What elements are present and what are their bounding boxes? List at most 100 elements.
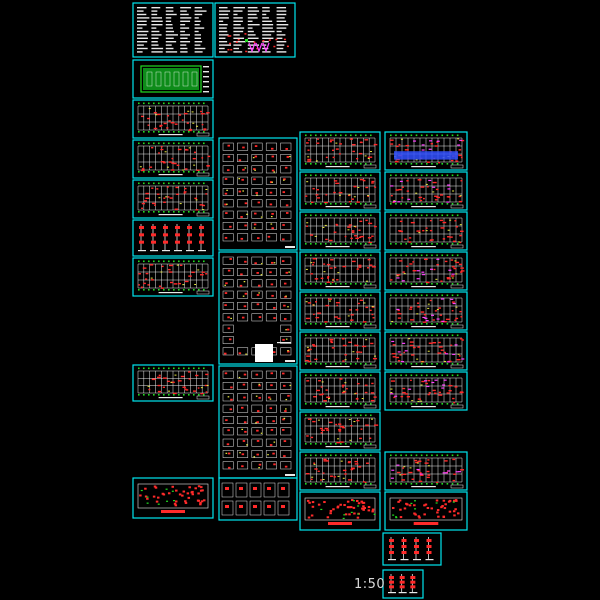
drawing-sheet-2[interactable] bbox=[214, 2, 296, 58]
plan-annotation-magenta bbox=[436, 258, 440, 260]
plan-axis-bubble bbox=[340, 294, 342, 297]
plan-axis-bubble bbox=[410, 363, 413, 365]
elevation-red-mark bbox=[186, 492, 190, 495]
detail-mark-yellow bbox=[245, 353, 247, 355]
drawing-sheet-20[interactable] bbox=[299, 331, 381, 371]
plan-axis-bubble bbox=[441, 454, 444, 457]
drawing-sheet-22[interactable] bbox=[299, 411, 381, 451]
drawing-sheet-21[interactable] bbox=[299, 371, 381, 411]
drawing-sheet-15[interactable] bbox=[299, 131, 381, 171]
detail-cell bbox=[280, 427, 292, 436]
drawing-sheet-6[interactable] bbox=[132, 179, 214, 219]
detail-cell bbox=[237, 188, 249, 196]
drawing-sheet-30[interactable] bbox=[384, 331, 468, 371]
plan-column-red bbox=[424, 462, 429, 464]
drawing-sheet-3[interactable] bbox=[132, 59, 214, 99]
note-text-line bbox=[219, 20, 224, 22]
note-text-line bbox=[233, 51, 243, 53]
plan-axis-bubble bbox=[365, 203, 367, 205]
drawing-sheet-18[interactable] bbox=[299, 251, 381, 291]
detail-cell bbox=[237, 393, 249, 402]
plan-column-red bbox=[332, 278, 335, 281]
drawing-sheet-17[interactable] bbox=[299, 211, 381, 251]
drawing-sheet-10[interactable] bbox=[132, 477, 214, 519]
note-text-line bbox=[262, 17, 269, 19]
plan-axis-bubble bbox=[405, 363, 408, 365]
plan-column-red bbox=[354, 460, 359, 463]
plan-axis-bubble bbox=[365, 443, 367, 445]
plan-axis-bubble bbox=[335, 403, 337, 405]
drawing-sheet-16[interactable] bbox=[299, 171, 381, 211]
column-detail-red bbox=[399, 576, 405, 579]
plan-annotation-yellow bbox=[425, 183, 428, 185]
plan-axis-bubble bbox=[431, 163, 433, 165]
drawing-sheet-26[interactable] bbox=[384, 171, 468, 211]
drawing-sheet-23[interactable] bbox=[299, 451, 381, 491]
drawing-sheet-12[interactable] bbox=[218, 251, 298, 365]
drawing-sheet-25[interactable] bbox=[384, 131, 468, 171]
plan-axis-bubble bbox=[330, 374, 332, 377]
plan-column-red bbox=[192, 157, 196, 160]
plan-column-red bbox=[168, 161, 172, 163]
elevation-green-mark bbox=[140, 489, 143, 492]
detail-cell bbox=[222, 347, 234, 356]
plan-annotation-yellow bbox=[176, 264, 179, 266]
drawing-sheet-35[interactable] bbox=[382, 569, 424, 599]
drawing-sheet-24[interactable] bbox=[299, 491, 381, 531]
plan-axis-bubble bbox=[178, 367, 180, 370]
plan-axis-bubble bbox=[183, 211, 185, 213]
plan-axis-bubble bbox=[153, 171, 155, 173]
elevation-red-mark bbox=[435, 499, 439, 502]
plan-axis-bubble bbox=[355, 243, 357, 245]
plan-annotation-yellow bbox=[374, 355, 377, 357]
drawing-sheet-28[interactable] bbox=[384, 251, 468, 291]
sheet-title-block bbox=[450, 284, 464, 289]
detail-mark-yellow bbox=[273, 171, 276, 173]
plan-axis-bubble bbox=[163, 171, 165, 173]
drawing-sheet-34[interactable] bbox=[382, 532, 442, 566]
drawing-sheet-29[interactable] bbox=[384, 291, 468, 331]
drawing-sheet-32[interactable] bbox=[384, 451, 468, 491]
plan-column-red bbox=[447, 236, 450, 238]
drawing-sheet-7[interactable] bbox=[132, 219, 214, 257]
note-text-line bbox=[247, 37, 259, 39]
drawing-sheet-9[interactable] bbox=[132, 364, 214, 402]
detail-section-red bbox=[241, 453, 245, 456]
plan-column-red bbox=[341, 391, 345, 394]
plan-annotation-yellow bbox=[451, 277, 454, 279]
elevation-red-mark bbox=[417, 515, 421, 518]
plan-annotation-yellow bbox=[188, 147, 191, 149]
plan-annotation-magenta bbox=[391, 469, 395, 471]
plan-column-red bbox=[359, 178, 364, 181]
detail-section-red bbox=[228, 466, 231, 469]
plan-axis-bubble bbox=[355, 414, 357, 417]
drawing-sheet-8[interactable] bbox=[132, 257, 214, 297]
plan-annotation-magenta bbox=[436, 140, 440, 142]
plan-annotation-magenta bbox=[424, 380, 428, 382]
site-legend-line bbox=[203, 66, 209, 68]
note-text-line bbox=[233, 7, 246, 9]
column-detail-label bbox=[162, 250, 170, 252]
plan-column-red bbox=[319, 427, 323, 430]
drawing-sheet-33[interactable] bbox=[384, 491, 468, 531]
plan-axis-bubble bbox=[426, 174, 428, 177]
plan-column-red bbox=[418, 196, 423, 199]
detail-section-red bbox=[229, 225, 232, 228]
plan-column-red bbox=[432, 389, 436, 392]
drawing-sheet-19[interactable] bbox=[299, 291, 381, 331]
detail-section-red bbox=[241, 316, 245, 319]
drawing-sheet-31[interactable] bbox=[384, 371, 468, 411]
drawing-sheet-5[interactable] bbox=[132, 139, 214, 179]
plan-axis-bubble bbox=[355, 454, 357, 457]
column-detail-red bbox=[389, 580, 394, 584]
drawing-sheet-27[interactable] bbox=[384, 211, 468, 251]
plan-axis-bubble bbox=[446, 163, 449, 165]
elevation-red-mark bbox=[452, 510, 456, 513]
drawing-sheet-1[interactable] bbox=[132, 2, 214, 58]
drawing-sheet-4[interactable] bbox=[132, 99, 214, 139]
drawing-sheet-11[interactable] bbox=[218, 137, 298, 251]
plan-axis-bubble bbox=[320, 203, 322, 205]
plan-annotation-magenta bbox=[431, 314, 435, 316]
drawing-sheet-14[interactable] bbox=[218, 477, 298, 521]
